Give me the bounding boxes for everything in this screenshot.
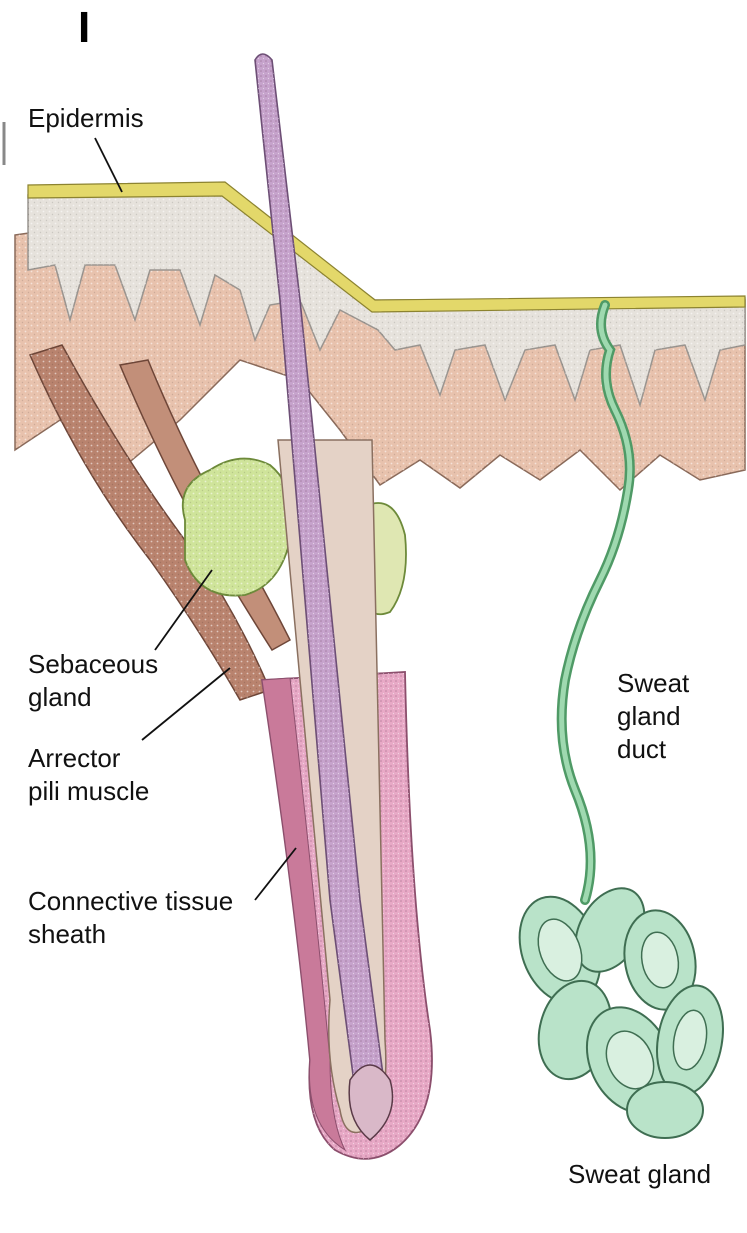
label-arrector-pili-muscle: Arrector pili muscle <box>28 742 149 808</box>
sebaceous-gland-left-texture <box>183 459 293 596</box>
label-sebaceous-gland: Sebaceous gland <box>28 648 158 714</box>
label-epidermis: Epidermis <box>28 102 144 135</box>
label-sweat-gland-duct: Sweat gland duct <box>617 667 689 766</box>
panel-letter: I <box>78 6 90 50</box>
label-sweat-gland: Sweat gland <box>568 1158 711 1191</box>
label-connective-tissue-sheath: Connective tissue sheath <box>28 885 233 951</box>
sweat-gland-coil <box>505 876 731 1138</box>
